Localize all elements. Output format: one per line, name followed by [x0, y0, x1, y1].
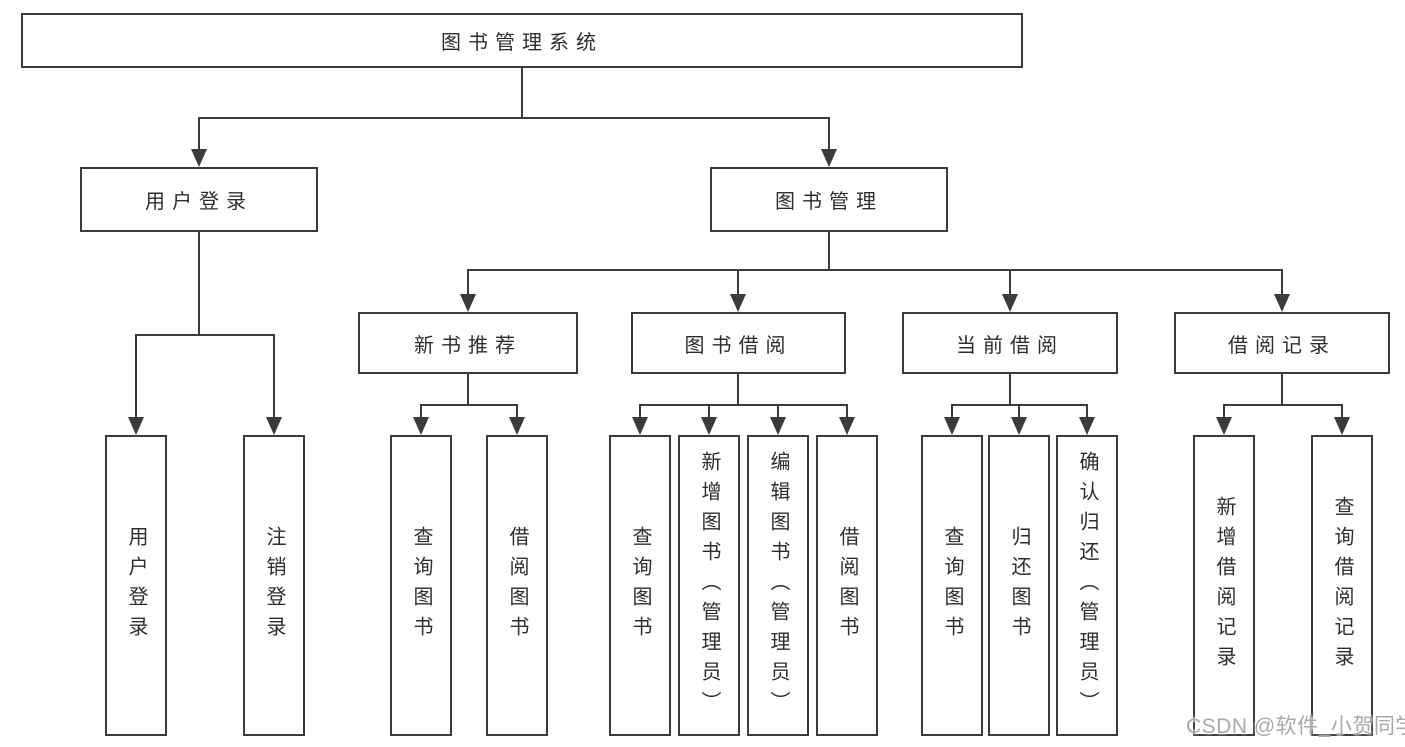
- arrow-down-icon: [821, 149, 837, 167]
- leaf-recommend-query-book: 查询图书: [390, 435, 452, 736]
- node-label: 图书借阅: [684, 334, 793, 357]
- connector-line: [197, 118, 201, 150]
- node-label: 借阅记录: [1228, 334, 1336, 357]
- connector-line: [466, 270, 470, 295]
- connector-line: [1085, 405, 1089, 418]
- connector-line: [1008, 270, 1012, 295]
- arrow-down-icon: [1011, 417, 1027, 435]
- leaf-label: 新增图书（管理员）: [698, 450, 720, 721]
- arrow-down-icon: [128, 417, 144, 435]
- node-user-login: 用户登录: [80, 167, 318, 232]
- leaf-record-query-borrow-record: 查询借阅记录: [1311, 435, 1373, 736]
- connector-line: [827, 231, 831, 271]
- leaf-borrow-add-book-admin: 新增图书（管理员）: [678, 435, 740, 736]
- connector-line: [1280, 373, 1284, 406]
- connector-line: [520, 68, 524, 119]
- node-label: 用户登录: [145, 191, 253, 213]
- connector-line: [1280, 270, 1284, 295]
- connector-line: [419, 405, 423, 418]
- connector-line: [827, 118, 831, 150]
- leaf-user-login: 用户登录: [105, 435, 167, 736]
- arrow-down-icon: [701, 417, 717, 435]
- leaf-label: 确认归还（管理员）: [1076, 450, 1098, 721]
- leaf-current-query-book: 查询图书: [921, 435, 983, 736]
- arrow-down-icon: [1079, 417, 1095, 435]
- leaf-label: 查询图书: [410, 525, 432, 646]
- node-label: 图书管理系统: [441, 32, 603, 54]
- connector-line: [134, 335, 138, 418]
- connector-line: [1017, 405, 1021, 418]
- arrow-down-icon: [266, 417, 282, 435]
- arrow-down-icon: [1334, 417, 1350, 435]
- arrow-down-icon: [770, 417, 786, 435]
- leaf-label: 借阅图书: [506, 525, 528, 646]
- node-new-book-recommend: 新书推荐: [358, 312, 578, 374]
- arrow-down-icon: [1274, 294, 1290, 312]
- leaf-borrow-borrow-book: 借阅图书: [816, 435, 878, 736]
- connector-line: [845, 405, 849, 418]
- connector-line: [950, 405, 954, 418]
- connector-line: [420, 403, 518, 407]
- leaf-label: 归还图书: [1008, 525, 1030, 646]
- arrow-down-icon: [632, 417, 648, 435]
- node-label: 新书推荐: [414, 334, 522, 357]
- leaf-borrow-query-book: 查询图书: [609, 435, 671, 736]
- arrow-down-icon: [839, 417, 855, 435]
- leaf-label: 查询图书: [941, 525, 963, 646]
- arrow-down-icon: [1002, 294, 1018, 312]
- connector-line: [736, 373, 740, 406]
- connector-line: [638, 405, 642, 418]
- node-library-management-system: 图书管理系统: [21, 13, 1023, 68]
- connector-line: [1340, 405, 1344, 418]
- connector-line: [707, 405, 711, 418]
- node-borrow-record: 借阅记录: [1174, 312, 1390, 374]
- leaf-logout-login: 注销登录: [243, 435, 305, 736]
- connector-line: [776, 405, 780, 418]
- connector-line: [197, 231, 201, 336]
- leaf-current-confirm-return-admin: 确认归还（管理员）: [1056, 435, 1118, 736]
- node-label: 当前借阅: [956, 334, 1064, 357]
- connector-line: [515, 405, 519, 418]
- connector-line: [1223, 403, 1343, 407]
- leaf-label: 新增借阅记录: [1213, 495, 1235, 676]
- arrow-down-icon: [413, 417, 429, 435]
- connector-line: [736, 270, 740, 295]
- connector-line: [272, 335, 276, 418]
- connector-line: [198, 116, 830, 120]
- watermark: CSDN @软件_小贺同学: [1186, 715, 1405, 738]
- arrow-down-icon: [730, 294, 746, 312]
- arrow-down-icon: [1216, 417, 1232, 435]
- connector-line: [467, 268, 1283, 272]
- leaf-label: 用户登录: [125, 525, 147, 646]
- leaf-label: 查询图书: [629, 525, 651, 646]
- connector-line: [639, 403, 848, 407]
- leaf-label: 查询借阅记录: [1331, 495, 1353, 676]
- connector-line: [135, 333, 275, 337]
- node-book-management: 图书管理: [710, 167, 948, 232]
- node-book-borrow: 图书借阅: [631, 312, 846, 374]
- connector-line: [1008, 373, 1012, 406]
- leaf-label: 借阅图书: [836, 525, 858, 646]
- arrow-down-icon: [944, 417, 960, 435]
- node-current-borrow: 当前借阅: [902, 312, 1118, 374]
- arrow-down-icon: [509, 417, 525, 435]
- leaf-borrow-edit-book-admin: 编辑图书（管理员）: [747, 435, 809, 736]
- arrow-down-icon: [460, 294, 476, 312]
- leaf-label: 编辑图书（管理员）: [767, 450, 789, 721]
- arrow-down-icon: [191, 149, 207, 167]
- node-label: 图书管理: [775, 191, 883, 213]
- connector-line: [466, 373, 470, 406]
- leaf-label: 注销登录: [263, 525, 285, 646]
- leaf-current-return-book: 归还图书: [988, 435, 1050, 736]
- leaf-record-add-borrow-record: 新增借阅记录: [1193, 435, 1255, 736]
- connector-line: [1222, 405, 1226, 418]
- leaf-recommend-borrow-book: 借阅图书: [486, 435, 548, 736]
